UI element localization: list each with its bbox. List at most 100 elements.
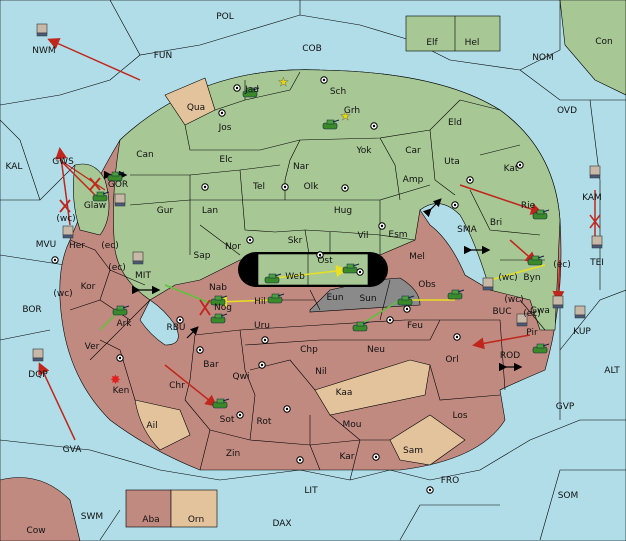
fleet-unit[interactable] <box>552 295 564 309</box>
fleet-unit[interactable] <box>114 193 126 207</box>
army-unit[interactable] <box>210 295 228 306</box>
label-jad: Jad <box>244 85 259 95</box>
label-kal: KAL <box>6 162 23 172</box>
label-tel: Tel <box>252 182 265 192</box>
army-unit[interactable] <box>527 255 545 266</box>
label-gur: Gur <box>157 206 174 216</box>
explosion-icon: ✸ <box>110 373 121 388</box>
region-Kaa[interactable] <box>314 359 431 416</box>
fleet-unit[interactable] <box>62 225 74 239</box>
label-kup: KUP <box>573 327 591 337</box>
label-web: Web <box>285 272 305 282</box>
sea-RBU[interactable] <box>139 299 179 346</box>
label-kam: KAM <box>582 193 602 203</box>
label-buc: BUC <box>492 307 511 317</box>
army-unit[interactable] <box>242 87 260 98</box>
army-unit[interactable] <box>210 313 228 324</box>
label-dqp: DQP <box>28 370 48 380</box>
label-mou: Mou <box>343 420 362 430</box>
fleet-unit[interactable] <box>516 313 528 327</box>
label-sch: Sch <box>330 87 346 97</box>
label-los: Los <box>452 411 467 421</box>
army-unit[interactable] <box>532 209 550 220</box>
army-unit[interactable] <box>107 171 125 182</box>
label-ark: Ark <box>116 319 132 329</box>
label-uta: Uta <box>444 157 460 167</box>
label-skr: Skr <box>288 236 303 246</box>
supply-centers <box>51 76 525 494</box>
label-dax: DAX <box>272 519 291 529</box>
fleet-unit[interactable] <box>482 277 494 291</box>
army-unit[interactable] <box>112 305 130 316</box>
region-Cow[interactable] <box>0 477 81 541</box>
region-Sam[interactable] <box>389 414 466 466</box>
fleet-unit[interactable] <box>132 251 144 265</box>
region-Elf-Hel[interactable] <box>405 15 501 52</box>
region-Con[interactable] <box>559 0 626 96</box>
label-ken: Ken <box>113 386 130 396</box>
label-byn: Byn <box>523 273 540 283</box>
region-Sun[interactable] <box>309 277 421 313</box>
region-Ail[interactable] <box>134 399 191 451</box>
fleet-unit[interactable] <box>32 348 44 362</box>
label-ost: Ost <box>317 256 333 266</box>
label-mit: MIT <box>135 271 151 281</box>
region-Aba[interactable] <box>125 489 172 528</box>
label-rie: Rie <box>521 201 536 211</box>
label-wc4: (wc) <box>504 295 523 305</box>
fleet-unit[interactable] <box>591 235 603 249</box>
fleet-unit[interactable] <box>574 305 586 319</box>
label-yok: Yok <box>355 146 372 156</box>
label-kor: Kor <box>81 282 96 292</box>
label-grh: Grh <box>344 106 360 116</box>
label-her: Her <box>69 241 85 251</box>
region-Orn[interactable] <box>170 489 218 528</box>
label-nab: Nab <box>209 283 227 293</box>
label-tei: TEI <box>589 258 604 268</box>
label-rot: Rot <box>257 417 272 427</box>
label-cob: COB <box>302 44 322 54</box>
label-nor: Nor <box>225 242 241 252</box>
label-chp: Chp <box>300 345 318 355</box>
label-esm: Esm <box>388 230 407 240</box>
star-icon: ★ <box>340 109 351 123</box>
fleet-unit[interactable] <box>589 165 601 179</box>
label-hel: Hel <box>465 38 480 48</box>
label-gwa: Gwa <box>530 306 550 316</box>
army-unit[interactable] <box>532 343 550 354</box>
army-unit[interactable] <box>352 321 370 332</box>
army-unit[interactable] <box>267 293 285 304</box>
label-ec2: (ec) <box>108 263 126 273</box>
label-gor: GOR <box>108 180 128 190</box>
label-con: Con <box>595 37 613 47</box>
army-unit[interactable] <box>322 119 340 130</box>
label-zin: Zin <box>226 449 240 459</box>
label-sap: Sap <box>194 251 211 261</box>
label-som: SOM <box>558 491 579 501</box>
label-sam: Sam <box>403 446 423 456</box>
label-bor: BOR <box>22 305 41 315</box>
army-unit[interactable] <box>447 289 465 300</box>
label-fro: FRO <box>441 476 460 486</box>
army-unit[interactable] <box>397 295 415 306</box>
label-sot: Sot <box>220 415 235 425</box>
label-fun: FUN <box>154 51 173 61</box>
label-alt: ALT <box>604 366 620 376</box>
label-kaa: Kaa <box>336 388 353 398</box>
label-wc2: (wc) <box>53 289 72 299</box>
army-unit[interactable] <box>92 191 110 202</box>
label-lit: LIT <box>304 486 318 496</box>
label-ec4: (ec) <box>523 309 541 319</box>
army-unit[interactable] <box>342 263 360 274</box>
army-unit[interactable] <box>264 273 282 284</box>
army-unit[interactable] <box>212 398 230 409</box>
label-qwi: Qwi <box>233 372 250 382</box>
fleet-unit[interactable] <box>36 23 48 37</box>
label-neu: Neu <box>367 345 385 355</box>
label-wc1: (wc) <box>56 214 75 224</box>
label-eld: Eld <box>448 118 462 128</box>
star-icon: ★ <box>278 75 289 89</box>
label-elc: Elc <box>219 155 232 165</box>
label-ec1: (ec) <box>101 241 119 251</box>
